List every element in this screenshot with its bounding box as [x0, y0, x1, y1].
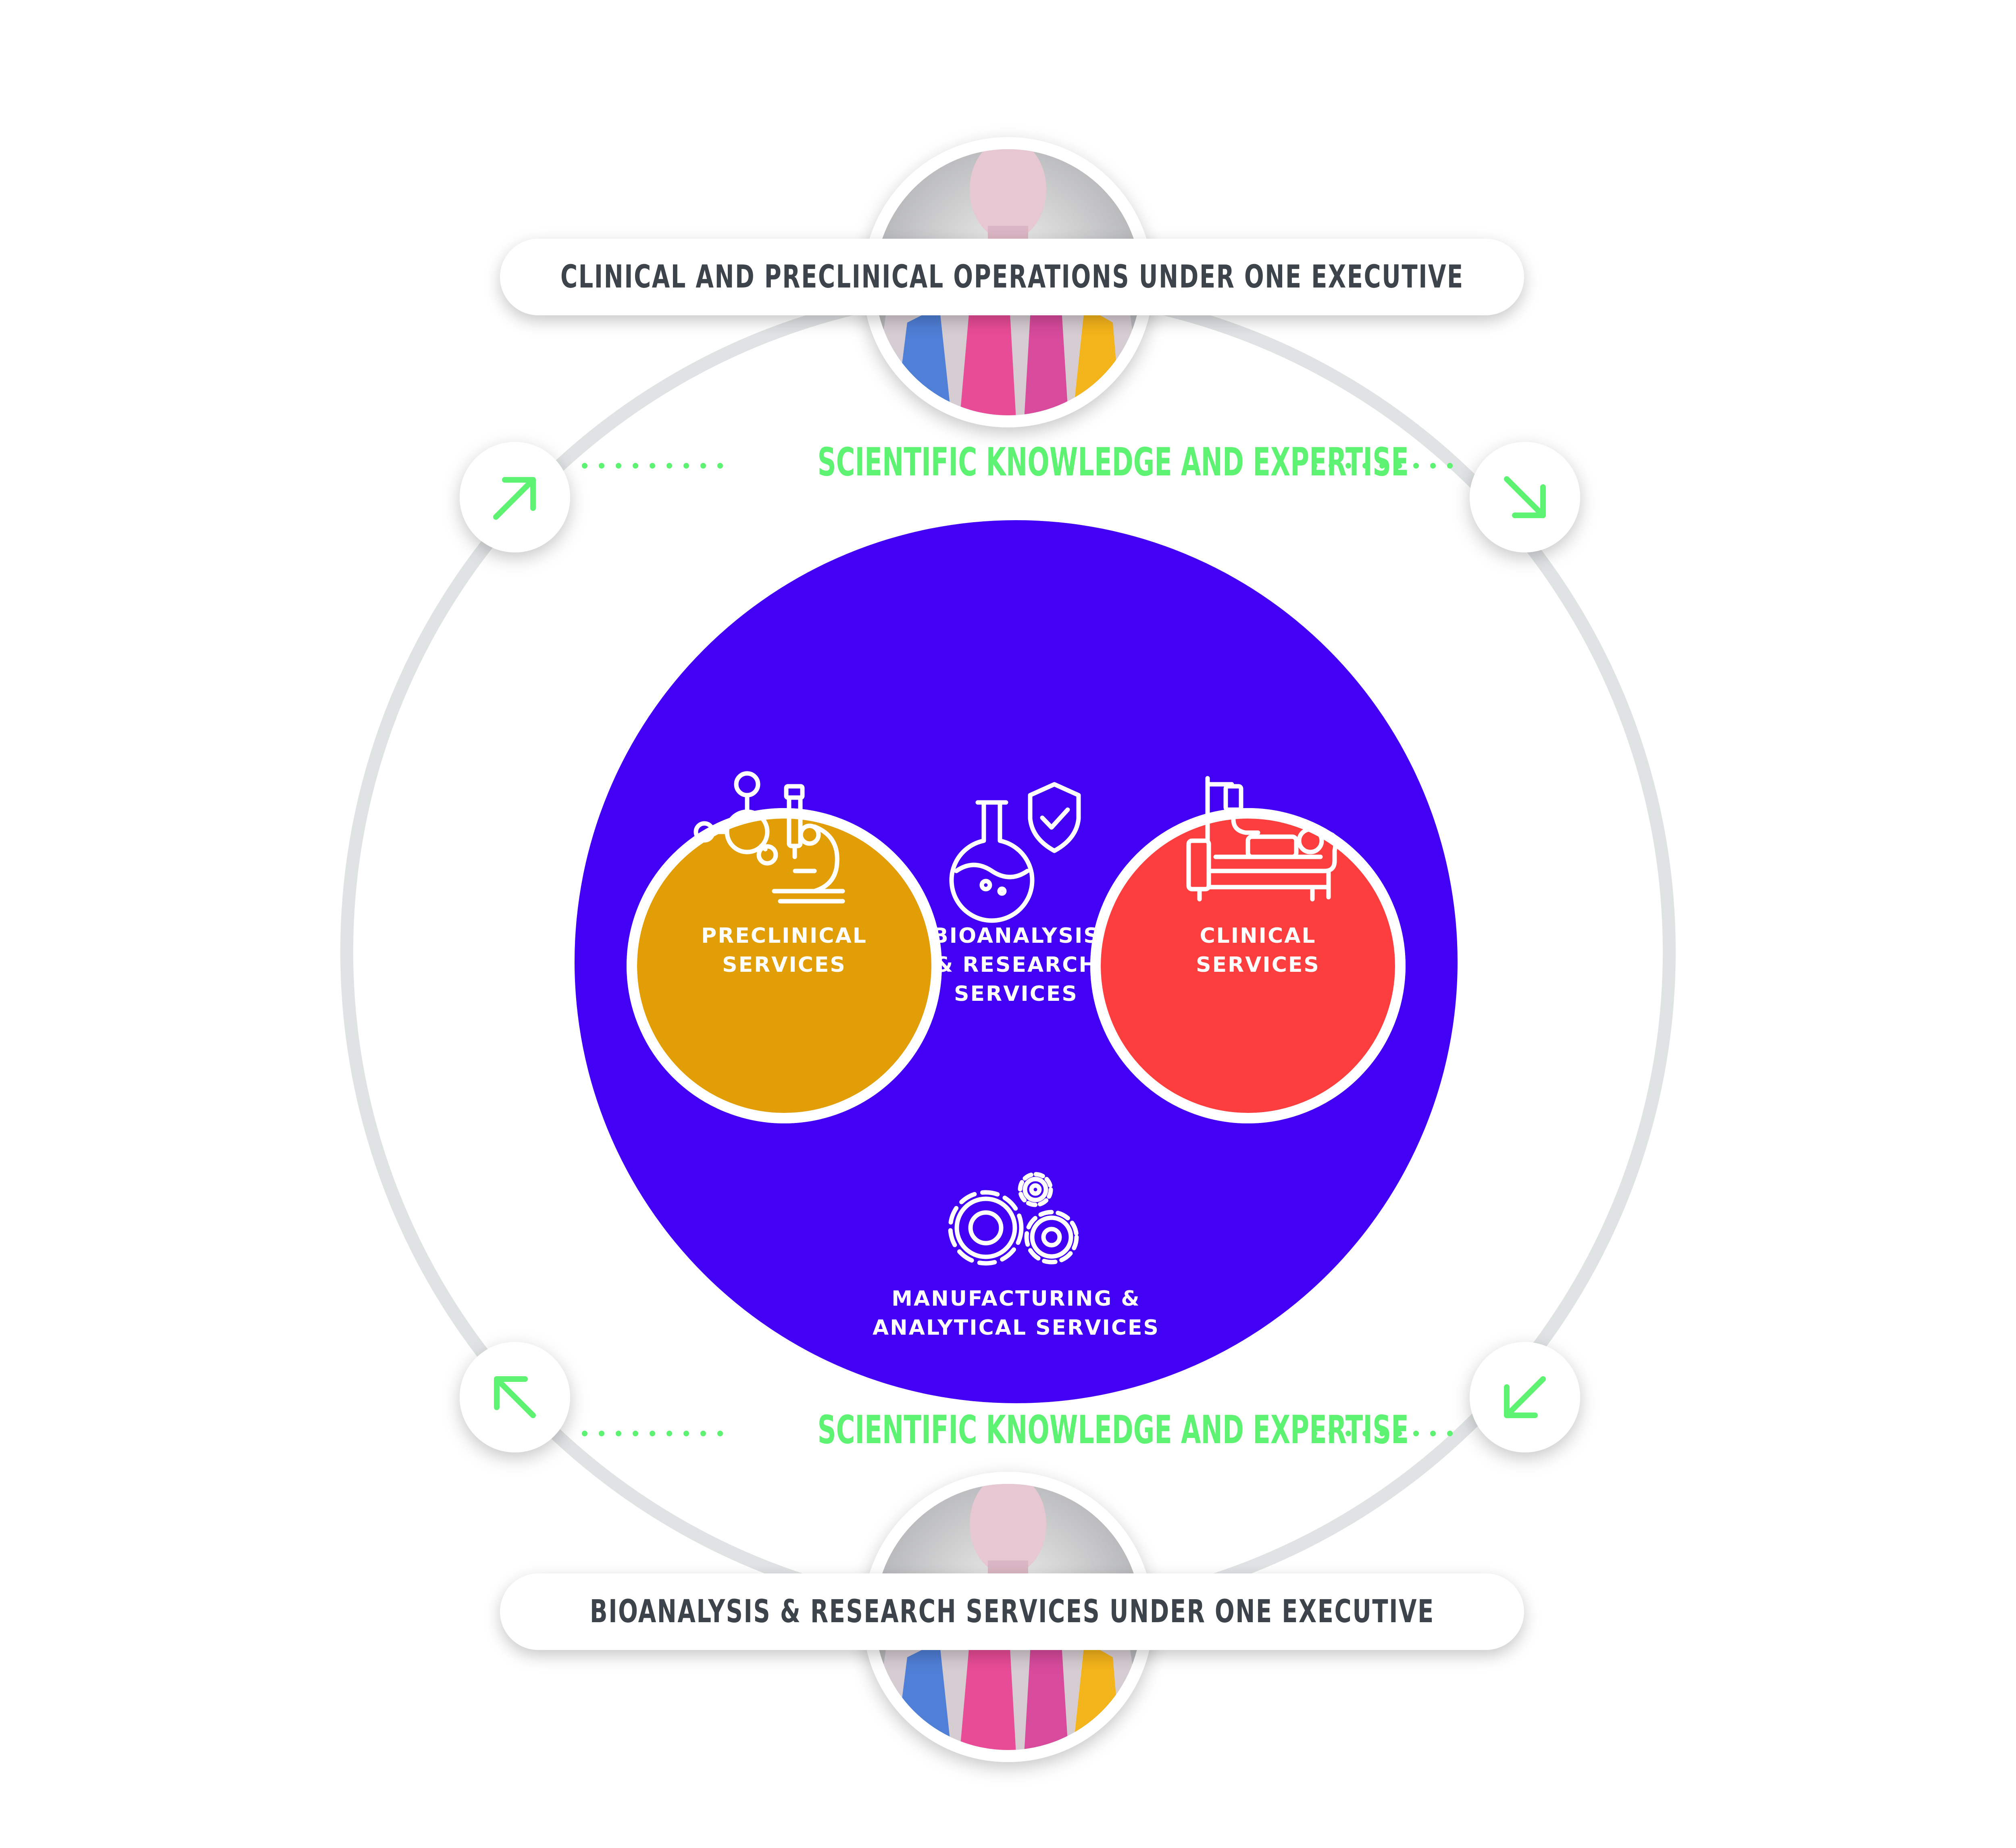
- clinical-label: CLINICAL SERVICES: [1157, 921, 1359, 979]
- flask-shield-icon: [949, 782, 1081, 923]
- bioanalysis-line2: & RESEARCH: [935, 953, 1098, 977]
- bioanalysis-line1: BIOANALYSIS: [932, 924, 1100, 948]
- dotted-connectors: [582, 463, 1454, 1436]
- clinical-line2: SERVICES: [1196, 953, 1320, 977]
- preclinical-line1: PRECLINICAL: [701, 924, 867, 948]
- expertise-label-top: SCIENTIFIC KNOWLEDGE AND EXPERTISE: [714, 440, 1409, 485]
- manufacturing-line2: ANALYTICAL SERVICES: [873, 1316, 1160, 1340]
- top-banner: CLINICAL AND PRECLINICAL OPERATIONS UNDE…: [500, 239, 1524, 315]
- arrow-up-left-icon: [460, 1342, 570, 1452]
- arrow-down-left-icon: [1470, 1342, 1580, 1452]
- hospital-bed-icon: [1186, 776, 1338, 902]
- expertise-label-bottom: SCIENTIFIC KNOWLEDGE AND EXPERTISE: [714, 1407, 1409, 1452]
- bioanalysis-label: BIOANALYSIS & RESEARCH SERVICES: [915, 921, 1117, 1008]
- expertise-top-text: SCIENTIFIC KNOWLEDGE AND EXPERTISE: [817, 440, 1409, 485]
- arrow-up-right-icon: [460, 442, 570, 552]
- top-banner-label: CLINICAL AND PRECLINICAL OPERATIONS UNDE…: [560, 259, 1464, 295]
- bottom-banner: BIOANALYSIS & RESEARCH SERVICES UNDER ON…: [500, 1573, 1524, 1650]
- gears-icon: [948, 1172, 1079, 1266]
- preclinical-line2: SERVICES: [722, 953, 846, 977]
- bottom-banner-label: BIOANALYSIS & RESEARCH SERVICES UNDER ON…: [589, 1594, 1435, 1630]
- clinical-line1: CLINICAL: [1200, 924, 1316, 948]
- manufacturing-circle: [575, 520, 1458, 1403]
- expertise-bottom-text: SCIENTIFIC KNOWLEDGE AND EXPERTISE: [817, 1407, 1409, 1452]
- manufacturing-label: MANUFACTURING & ANALYTICAL SERVICES: [847, 1284, 1185, 1342]
- preclinical-label: PRECLINICAL SERVICES: [677, 921, 891, 979]
- manufacturing-line1: MANUFACTURING &: [891, 1287, 1141, 1311]
- bioanalysis-line3: SERVICES: [954, 982, 1078, 1006]
- molecule-microscope-icon: [694, 771, 845, 904]
- arrow-down-right-icon: [1470, 442, 1580, 552]
- venn-outlines: [627, 808, 1406, 1123]
